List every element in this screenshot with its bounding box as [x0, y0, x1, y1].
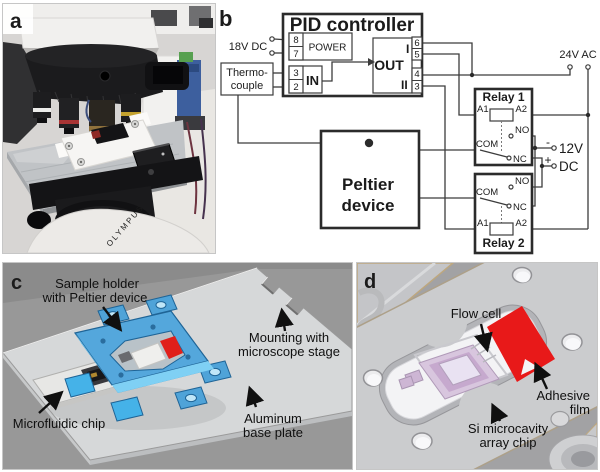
adhesive-label-line2: film: [570, 402, 590, 417]
base-plate-label-line2: base plate: [243, 425, 303, 440]
supply-18v-label: 18V DC: [229, 41, 268, 53]
plus-sign: +: [544, 153, 551, 167]
panel-d-render: Flow cell Adhesive film Si microcavity a…: [356, 262, 598, 470]
wire-to-24vac-left: [472, 69, 571, 76]
flow-cell-render: Flow cell Adhesive film Si microcavity a…: [357, 263, 597, 469]
thermocouple-box: Thermo- couple: [220, 62, 274, 96]
screw-holes: [362, 266, 583, 450]
peltier-device-box: Peltier device: [319, 129, 421, 230]
panel-a-photo: OLYMPUS a: [2, 3, 216, 254]
relay1-a2: A2: [515, 104, 527, 115]
pid-controller-box: PID controller 8 7 POWER 3 2 IN: [281, 12, 424, 98]
out-channel-i: I: [406, 42, 409, 56]
in-pin-3: 3: [293, 68, 298, 79]
out-label: OUT: [374, 57, 404, 73]
flow-cell-visible: [130, 342, 167, 370]
base-plate-label-line1: Aluminum: [244, 411, 302, 426]
adhesive-arrow: [533, 361, 552, 390]
panel-c-annotations: Sample holder with Peltier device Mounti…: [13, 276, 340, 440]
relay1-a1: A1: [477, 104, 489, 115]
thermocouple-contact-dot: [364, 138, 374, 148]
si-chip-arrow: [490, 402, 509, 425]
adhesive-film-visible: [160, 336, 183, 359]
peltier-line1: Peltier: [342, 175, 394, 194]
minus-sign: -: [546, 135, 550, 149]
relay1-no: NO: [515, 125, 529, 136]
relay2-com: COM: [476, 187, 498, 198]
sample-holder-label-line1: Sample holder: [55, 276, 139, 291]
panel-c-render: Sample holder with Peltier device Mounti…: [2, 262, 353, 470]
power-pin-7: 7: [293, 49, 298, 60]
relay1-nc: NC: [513, 154, 527, 165]
holder-assembly-render: Sample holder with Peltier device Mounti…: [3, 263, 352, 469]
panel-label-b: b: [219, 6, 232, 31]
adhesive-label-line1: Adhesive: [537, 388, 590, 403]
panel-label-a: a: [10, 10, 22, 33]
in-terminal-block: 3 2 IN: [288, 65, 323, 94]
supply-12v-line1: 12V: [559, 141, 583, 156]
supply-24v: 24V AC: [559, 49, 597, 70]
in-pin-2: 2: [293, 82, 298, 93]
relay2-a1: A1: [477, 218, 489, 229]
thermocouple-line2: couple: [231, 80, 263, 92]
panel-label-d: d: [364, 271, 376, 293]
relay2-nc: NC: [513, 202, 527, 213]
out-pin-6: 6: [414, 38, 419, 49]
supply-18v: 18V DC: [229, 36, 275, 56]
in-to-out-arrow: [322, 58, 375, 82]
relay2-no: NO: [515, 176, 529, 187]
flow-cell-arrow: [474, 323, 493, 353]
purple-cable: [200, 118, 207, 220]
relay1-box: Relay 1 A1 A2 NO COM NC: [473, 87, 534, 167]
out-pin6-wire: [422, 42, 473, 75]
circuit-diagram: PID controller 8 7 POWER 3 2 IN: [218, 0, 600, 258]
mounting-arrow: [274, 307, 294, 332]
supply-12v-line2: DC: [559, 159, 579, 174]
microscope-base: OLYMPUS: [26, 203, 210, 253]
pid-title: PID controller: [290, 15, 415, 36]
microfluidic-chip-label: Microfluidic chip: [13, 416, 105, 431]
base-plate-arrow: [245, 385, 265, 408]
power-pin-8: 8: [293, 35, 298, 46]
out-terminal-block: OUT I II 6 5 4 3: [372, 36, 423, 94]
stage-bracket: [29, 156, 203, 210]
nosepiece-turret: [25, 44, 189, 106]
mounting-label-line2: microscope stage: [238, 344, 340, 359]
out-pin-5: 5: [414, 50, 419, 61]
out-pin-4: 4: [414, 69, 419, 80]
power-terminal-block: 8 7 POWER: [288, 32, 353, 61]
chip-assembly: [398, 333, 509, 400]
si-chip-label-line2: array chip: [479, 435, 536, 450]
relay2-a2: A2: [515, 218, 527, 229]
supply-24v-label: 24V AC: [559, 49, 596, 61]
panel-b-circuit: PID controller 8 7 POWER 3 2 IN: [218, 0, 600, 258]
flow-cell-label: Flow cell: [451, 306, 502, 321]
microfluidic-chip-arrow: [38, 390, 64, 414]
sample-holder-label-line2: with Peltier device: [42, 290, 148, 305]
si-chip-label-line1: Si microcavity: [468, 421, 549, 436]
panel-d-annotations: Flow cell Adhesive film Si microcavity a…: [451, 306, 590, 450]
relay2-box: NO COM NC A1 A2 Relay 2: [473, 172, 534, 255]
relay2-title: Relay 2: [482, 236, 524, 250]
mounting-notch-1: [261, 283, 274, 295]
holder-opening: [109, 330, 186, 372]
thermocouple-line1: Thermo-: [226, 67, 268, 79]
mounting-label-line1: Mounting with: [249, 330, 329, 345]
power-label: POWER: [309, 43, 347, 54]
peltier-line2: device: [342, 196, 395, 215]
supply-12v: - 12V + DC: [544, 135, 583, 174]
relay2-switch-arm: [479, 197, 508, 206]
microscope-photo: OLYMPUS a: [3, 4, 215, 253]
tubing: [357, 287, 385, 331]
panel-label-c: c: [11, 272, 22, 294]
relay1-com: COM: [476, 139, 498, 150]
relay1-switch-arm: [479, 149, 508, 158]
out-pin3-to-relay2-wire: [422, 85, 490, 230]
relay1-title: Relay 1: [482, 90, 524, 104]
sample-holder-arrow: [102, 306, 123, 332]
out-channel-ii: II: [401, 78, 408, 92]
in-label: IN: [306, 73, 319, 88]
out-pin-3: 3: [414, 82, 419, 93]
